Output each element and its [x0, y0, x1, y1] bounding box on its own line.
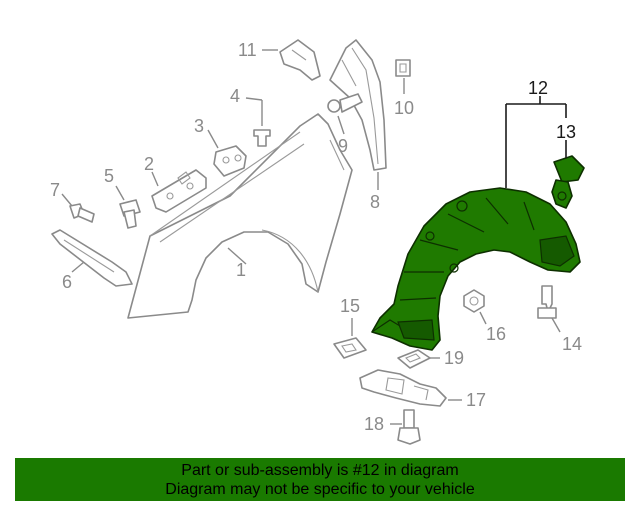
banner-line-2: Diagram may not be specific to your vehi…	[165, 481, 475, 498]
retainer-clip-part-13[interactable]: 13	[551, 122, 585, 209]
trim-strip-part-6[interactable]: 6	[51, 229, 133, 292]
bracket-part-3[interactable]: 3	[194, 116, 247, 177]
nut-part-16[interactable]: 16	[463, 289, 506, 344]
callout-15: 15	[340, 296, 360, 316]
callout-4: 4	[230, 86, 240, 106]
callout-12: 12	[528, 78, 548, 98]
bolt-part-5[interactable]: 5	[104, 166, 141, 229]
wheelhouse-liner-part-12[interactable]: 12	[371, 78, 581, 351]
callout-6: 6	[62, 272, 72, 292]
callout-5: 5	[104, 166, 114, 186]
callout-13: 13	[556, 122, 576, 142]
clip-part-19[interactable]: 19	[397, 348, 464, 369]
callout-3: 3	[194, 116, 204, 136]
callout-7: 7	[50, 180, 60, 200]
callout-9: 9	[338, 136, 348, 156]
callout-18: 18	[364, 414, 384, 434]
callout-11: 11	[238, 40, 257, 60]
callout-19: 19	[444, 348, 464, 368]
clip-nut-part-15[interactable]: 15	[333, 296, 367, 359]
callout-8: 8	[370, 192, 380, 212]
screw-part-14[interactable]: 14	[537, 285, 582, 354]
callout-16: 16	[486, 324, 506, 344]
bolt-part-18[interactable]: 18	[364, 409, 421, 445]
callout-17: 17	[466, 390, 486, 410]
vertical-brace-part-8[interactable]: 8	[329, 39, 387, 212]
callout-14: 14	[562, 334, 582, 354]
callout-1: 1	[236, 260, 246, 280]
nut-clip-part-10[interactable]: 10	[394, 59, 414, 118]
info-banner: Part or sub-assembly is #12 in diagram D…	[15, 458, 625, 501]
lower-bracket-part-17[interactable]: 17	[359, 369, 486, 410]
callout-10: 10	[394, 98, 414, 118]
fender-panel-part[interactable]: 1	[127, 113, 353, 319]
parts-diagram: 1 2 3 4 5 6	[50, 39, 585, 445]
bracket-part-11[interactable]: 11	[238, 39, 321, 81]
stud-bolt-part-7[interactable]: 7	[50, 180, 95, 223]
bracket-part-2[interactable]: 2	[144, 154, 207, 213]
callout-2: 2	[144, 154, 154, 174]
screw-part-9[interactable]: 9	[327, 93, 363, 156]
clip-part-4[interactable]: 4	[230, 86, 271, 147]
banner-line-1: Part or sub-assembly is #12 in diagram	[181, 462, 459, 479]
